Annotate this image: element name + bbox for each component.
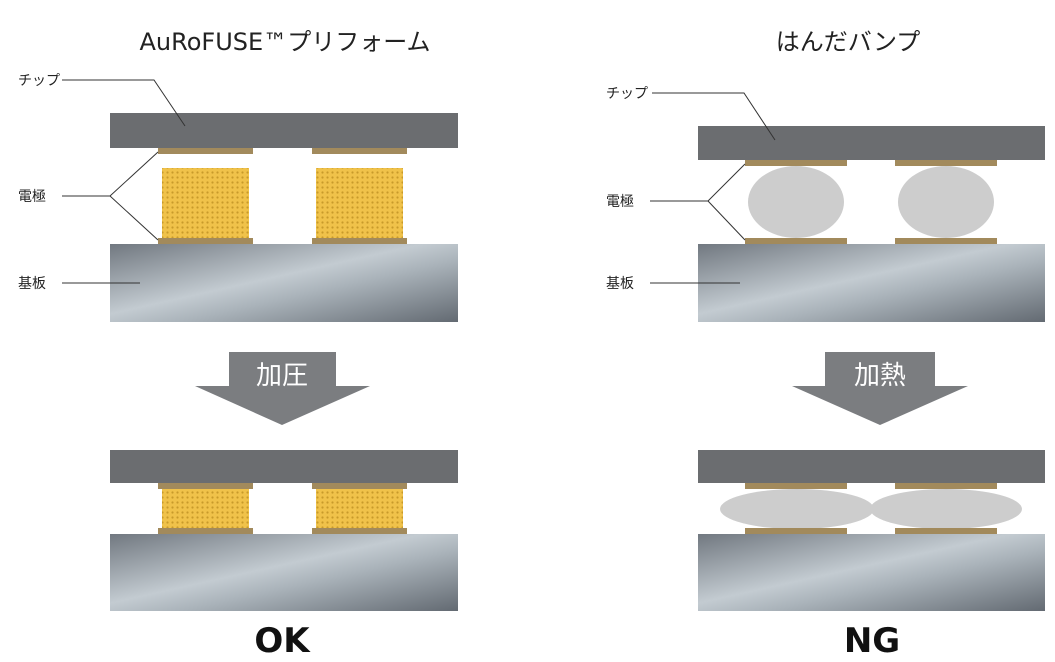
right-after-bottom-pad-2 (895, 528, 997, 534)
left-column: AuRoFUSE™プリフォーム チップ 電極 基板 加圧 OK (18, 28, 458, 661)
left-leader-electrode-bottom (109, 195, 159, 241)
right-leader-electrode-bottom (707, 200, 746, 241)
left-preform-1 (162, 168, 249, 238)
right-label-substrate: 基板 (606, 275, 634, 292)
left-leader-chip (62, 79, 186, 127)
left-after-top-pad-2 (312, 483, 407, 489)
right-chip-before (698, 126, 1045, 160)
left-chip-before (110, 113, 458, 148)
right-sub-pad-1 (745, 238, 847, 244)
left-title: AuRoFUSE™プリフォーム (140, 28, 431, 56)
right-title: はんだバンプ (776, 28, 920, 56)
right-chip-after (698, 450, 1045, 483)
right-solder-bump-2 (898, 166, 994, 238)
right-after-top-pad-1 (745, 483, 847, 489)
left-chip-after (110, 450, 458, 483)
right-chip-pad-1 (745, 160, 847, 166)
left-label-chip: チップ (18, 73, 60, 89)
right-substrate-before (698, 244, 1045, 322)
right-solder-bump-1 (748, 166, 844, 238)
right-chip-pad-2 (895, 160, 997, 166)
right-label-chip: チップ (606, 86, 648, 102)
left-leader-electrode-top (62, 151, 159, 197)
right-label-electrode: 電極 (606, 194, 634, 210)
left-substrate-before (110, 244, 458, 322)
right-after-top-pad-2 (895, 483, 997, 489)
left-result: OK (254, 621, 311, 661)
left-sub-pad-2 (312, 238, 407, 244)
right-result: NG (844, 621, 900, 661)
left-after-bottom-pad-2 (312, 528, 407, 534)
left-sub-pad-1 (158, 238, 253, 244)
right-solder-flattened-1 (720, 489, 874, 529)
right-column: はんだバンプ チップ 電極 基板 加熱 NG (606, 28, 1045, 661)
right-leader-electrode-top (650, 163, 746, 202)
left-label-substrate: 基板 (18, 275, 46, 292)
left-chip-pad-1 (158, 148, 253, 154)
left-label-electrode: 電極 (18, 189, 46, 205)
right-sub-pad-2 (895, 238, 997, 244)
left-substrate-after (110, 534, 458, 611)
right-substrate-after (698, 534, 1045, 611)
right-after-bottom-pad-1 (745, 528, 847, 534)
left-process-arrow (195, 352, 370, 425)
left-process-label: 加圧 (256, 361, 308, 391)
left-after-top-pad-1 (158, 483, 253, 489)
right-process-arrow (792, 352, 968, 425)
right-leader-chip (652, 92, 776, 141)
left-chip-pad-2 (312, 148, 407, 154)
right-solder-flattened-2 (870, 489, 1022, 529)
left-after-bottom-pad-1 (158, 528, 253, 534)
right-process-label: 加熱 (854, 361, 906, 391)
left-preform-compressed-1 (162, 489, 249, 528)
left-preform-2 (316, 168, 403, 238)
left-preform-compressed-2 (316, 489, 403, 528)
